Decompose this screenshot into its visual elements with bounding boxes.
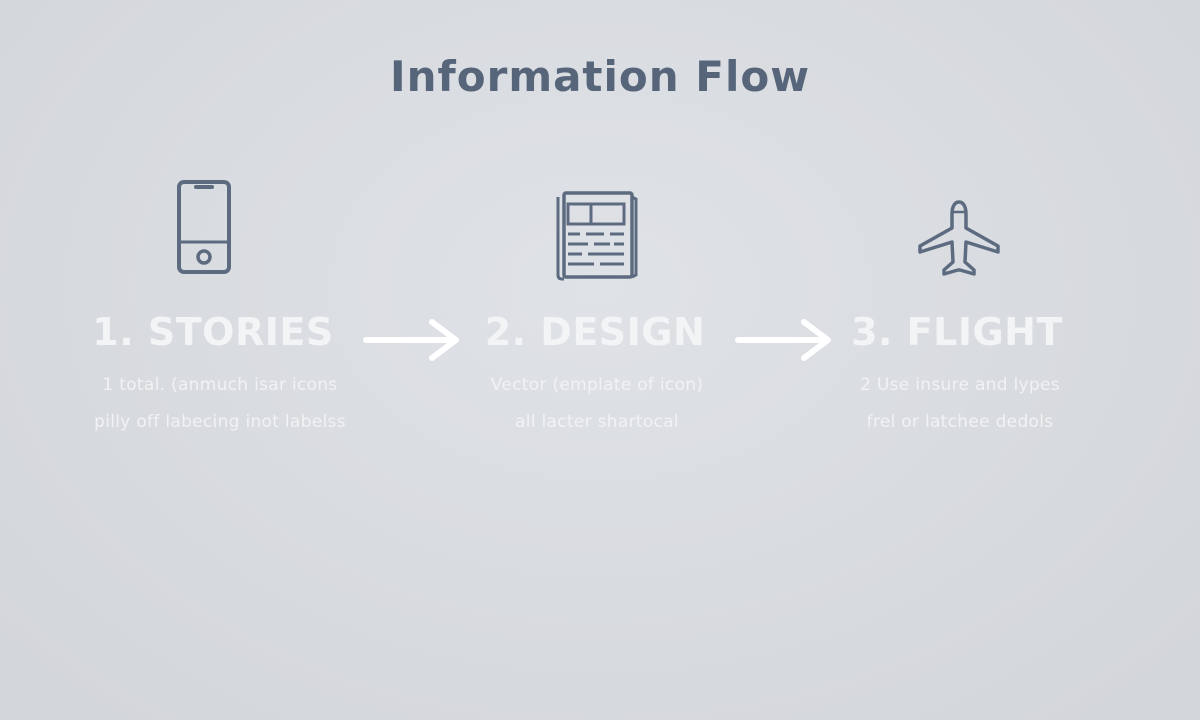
arrow-right-icon	[363, 319, 459, 361]
step-3-description-line-2: frel or latchee dedols	[866, 412, 1054, 432]
step-2-description-line-1: Vector (emplate of icon)	[490, 375, 704, 395]
arrow-right-icon	[735, 319, 831, 361]
step-1-title: 1. STORIES	[92, 310, 334, 354]
step-3-title: 3. FLIGHT	[851, 310, 1063, 354]
step-3-description-line-1: 2 Use insure and lypes	[860, 375, 1060, 395]
newspaper-icon	[556, 191, 638, 281]
page-title: Information Flow	[389, 52, 811, 101]
step-2-description-line-2: all lacter shartocal	[515, 412, 679, 432]
step-2-title: 2. DESIGN	[484, 310, 706, 354]
smartphone-icon	[177, 180, 231, 274]
step-1-description-line-1: 1 total. (anmuch isar icons	[102, 375, 338, 395]
step-1-description-line-2: pilly off labecing inot labelss	[94, 412, 346, 432]
airplane-icon	[918, 200, 1000, 276]
